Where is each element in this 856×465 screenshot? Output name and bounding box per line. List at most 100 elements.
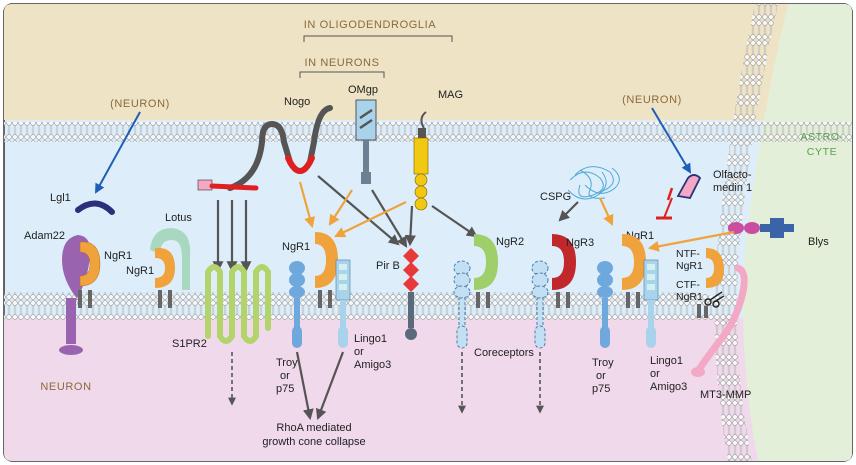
- mt3mmp-tail: [691, 367, 705, 377]
- pirb-label: Pir B: [376, 260, 400, 272]
- neuron-bottom-label: NEURON: [40, 381, 91, 393]
- lgl1-label: Lgl1: [50, 192, 71, 204]
- adam22-label: Adam22: [24, 230, 65, 242]
- mag-domain-2: [414, 173, 428, 187]
- neurons-label: IN NEURONS: [304, 57, 379, 69]
- ngr1-a-protein: [79, 241, 101, 287]
- ngr1-d-anchor-2: [636, 292, 640, 308]
- ctf-label-2: NgR1: [676, 291, 703, 303]
- s1pr2-label: S1PR2: [172, 338, 207, 350]
- ntf-ngr1-protein: [706, 248, 724, 288]
- omgp-repeats: [359, 108, 373, 130]
- ngr2-anchor-1: [476, 292, 480, 308]
- troy-rhoa-arrow: [295, 351, 314, 421]
- troy-c-label-1: Troy: [276, 357, 298, 369]
- ngr1-a-label: NgR1: [104, 250, 132, 262]
- coreceptor-c-protein: [453, 260, 471, 349]
- troy-d-label-1: Troy: [592, 357, 614, 369]
- mt3mmp-label: MT3-MMP: [700, 389, 751, 401]
- olfactomedin-label-1: Olfacto-: [713, 169, 752, 181]
- ngr1-c-anchor-2: [328, 290, 332, 308]
- ngr2-label: NgR2: [496, 236, 524, 248]
- orange-arrows: [298, 181, 735, 252]
- oligo-bracket: [303, 35, 453, 42]
- gray-arrows: [212, 175, 579, 273]
- astrocyte-membrane: [714, 4, 778, 461]
- ngr1-b-anchor-1: [158, 290, 162, 308]
- ngr3-label: NgR3: [566, 237, 594, 249]
- mag-domain-4: [414, 197, 428, 211]
- ctf-anchor-2: [704, 306, 708, 318]
- ntf-label-1: NTF-: [676, 248, 700, 260]
- blys-tm: [770, 218, 784, 238]
- oligodendroglia-label: IN OLIGODENDROGLIA: [304, 19, 436, 31]
- blys-domain-1: [728, 222, 744, 234]
- ctf-anchor-1: [697, 304, 701, 318]
- ngr1-a-anchor-1: [78, 290, 82, 308]
- lingo-d-label-1: Lingo1: [650, 355, 683, 367]
- oligodendroglia-region: [4, 4, 852, 120]
- omgp-stalk: [363, 140, 369, 172]
- olfactomedin-arrow: [651, 107, 692, 174]
- ngr1-c-anchor-1: [318, 290, 322, 308]
- lotus-label: Lotus: [165, 212, 192, 224]
- ngr1-b-label: NgR1: [126, 265, 154, 277]
- pirb-tail: [405, 328, 417, 340]
- ngr1-d-anchor-1: [626, 292, 630, 308]
- olfactomedin-inhibition-line: [666, 187, 674, 201]
- neurons-bracket: [299, 71, 385, 78]
- ngr1-a-anchor-2: [88, 290, 92, 308]
- rhoa-outcome-2: growth cone collapse: [262, 436, 365, 448]
- lgl1-protein: [75, 200, 115, 215]
- lingo-c-protein: [335, 259, 351, 348]
- lingo-d-label-3: Amigo3: [650, 381, 687, 393]
- troy-c-label-3: p75: [276, 383, 294, 395]
- coreceptors-label: Coreceptors: [474, 347, 534, 359]
- nogo-a-segment: [209, 183, 259, 191]
- pirb-protein: [403, 248, 419, 292]
- coreceptor-d-protein: [531, 260, 549, 349]
- astrocyte-label-2: CYTE: [807, 146, 837, 158]
- adam22-tail: [59, 345, 83, 355]
- omgp-protein: [355, 99, 377, 141]
- troy-c-protein: [289, 261, 305, 348]
- troy-d-protein: [597, 261, 613, 348]
- ngr3-protein: [552, 234, 576, 290]
- ngr1-b-protein: [155, 247, 175, 288]
- ctf-label-1: CTF-: [676, 279, 700, 291]
- neuron-left-label: (NEURON): [110, 98, 170, 110]
- ngr1-b-anchor-2: [168, 290, 172, 308]
- mag-ig-domain: [413, 137, 429, 175]
- ntf-label-2: NgR1: [676, 260, 703, 272]
- rhoa-outcome-1: RhoA mediated: [276, 422, 351, 434]
- lingo-c-label-2: or: [354, 346, 364, 358]
- lingo-c-label-1: Lingo1: [354, 333, 387, 345]
- olfactomedin-label-2: medin 1: [713, 182, 752, 194]
- s1pr2-protein: [205, 264, 271, 344]
- pirb-stalk: [408, 292, 414, 328]
- cspg-protein: [567, 166, 620, 200]
- lingo-d-protein: [643, 259, 659, 348]
- oligodendrocyte-membrane: [4, 122, 852, 142]
- ngr2-anchor-2: [486, 292, 490, 308]
- blys-domain-2: [744, 222, 760, 234]
- mag-domain-3: [414, 185, 428, 199]
- ngr2-protein: [474, 234, 498, 290]
- blys-label: Blys: [808, 236, 829, 248]
- neuron-region: [4, 318, 852, 461]
- ngr1-c-label: NgR1: [282, 241, 310, 253]
- cspg-label: CSPG: [540, 191, 571, 203]
- scissors-icon: [704, 291, 725, 308]
- mag-label: MAG: [438, 89, 463, 101]
- omgp-label: OMgp: [348, 84, 378, 96]
- lingo-d-label-2: or: [650, 368, 660, 380]
- ngr1-c-protein: [315, 232, 338, 288]
- olfactomedin-inhibition-stem: [663, 197, 673, 219]
- mag-tail: [420, 111, 427, 129]
- ngr3-anchor-1: [556, 292, 560, 308]
- lingo-c-label-3: Amigo3: [354, 359, 391, 371]
- troy-d-label-2: or: [596, 370, 606, 382]
- nogo-66-loop: [285, 155, 315, 174]
- omgp-anchor: [361, 172, 371, 184]
